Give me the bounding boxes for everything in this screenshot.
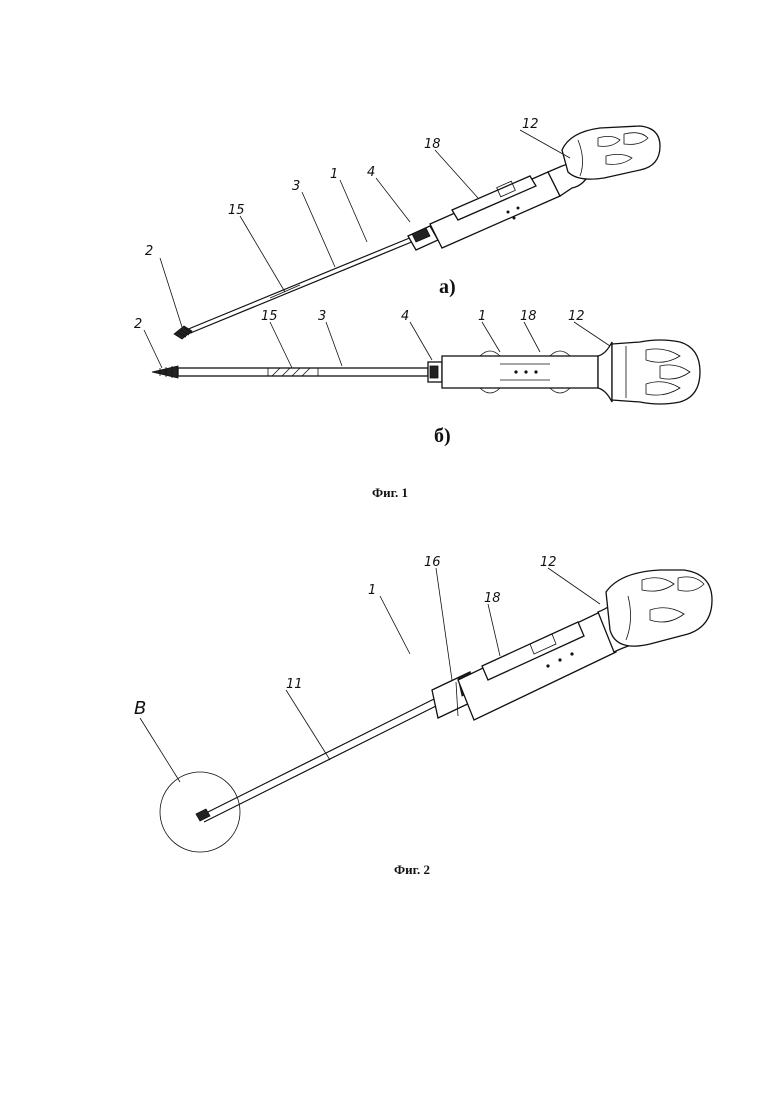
ref-12-a: 12 <box>522 117 539 132</box>
ref-4-b: 4 <box>401 309 409 324</box>
ref-11-fig2: 11 <box>286 677 303 692</box>
leaders-a <box>160 130 570 327</box>
ref-3-b: 3 <box>318 309 326 324</box>
ref-15-a: 15 <box>228 203 245 218</box>
housing-b <box>442 351 598 393</box>
ref-1-a: 1 <box>330 167 338 182</box>
ref-16-fig2: 16 <box>424 555 441 570</box>
ref-2-b: 2 <box>134 317 142 332</box>
handle-fig2 <box>598 570 712 652</box>
view-a-sublabel: а) <box>439 276 456 298</box>
coupling-b <box>428 362 442 382</box>
figure-2-caption: Фиг. 2 <box>394 862 430 877</box>
fig2: B 11 1 16 18 12 <box>134 555 712 852</box>
ref-b-fig2: B <box>134 698 146 719</box>
view-b-sublabel: б) <box>434 425 451 447</box>
ref-3-a: 3 <box>292 179 300 194</box>
screw-tip-a <box>174 326 192 339</box>
ref-12-fig2: 12 <box>540 555 557 570</box>
shaft-fig2 <box>196 696 444 822</box>
ref-1-fig2: 1 <box>368 583 376 598</box>
ref-18-fig2: 18 <box>484 591 501 606</box>
fig1-view-b: 2 15 3 4 1 18 12 б) <box>134 309 700 447</box>
handle-b <box>598 340 700 404</box>
housing-fig2 <box>458 612 616 720</box>
figure-1-caption: Фиг. 1 <box>372 485 408 500</box>
ref-2-a: 2 <box>145 244 153 259</box>
housing-a <box>430 172 560 248</box>
ref-18-b: 18 <box>520 309 537 324</box>
ref-15-b: 15 <box>261 309 278 324</box>
ref-18-a: 18 <box>424 137 441 152</box>
shaft-b <box>178 368 428 376</box>
handle-a <box>548 126 660 196</box>
ref-12-b: 12 <box>568 309 585 324</box>
ref-4-a: 4 <box>367 165 375 180</box>
fig1-view-a: 2 15 3 1 4 18 12 а) <box>145 117 660 339</box>
ref-1-b: 1 <box>478 309 486 324</box>
shaft-a <box>186 237 414 334</box>
screw-tip-b <box>152 366 178 378</box>
